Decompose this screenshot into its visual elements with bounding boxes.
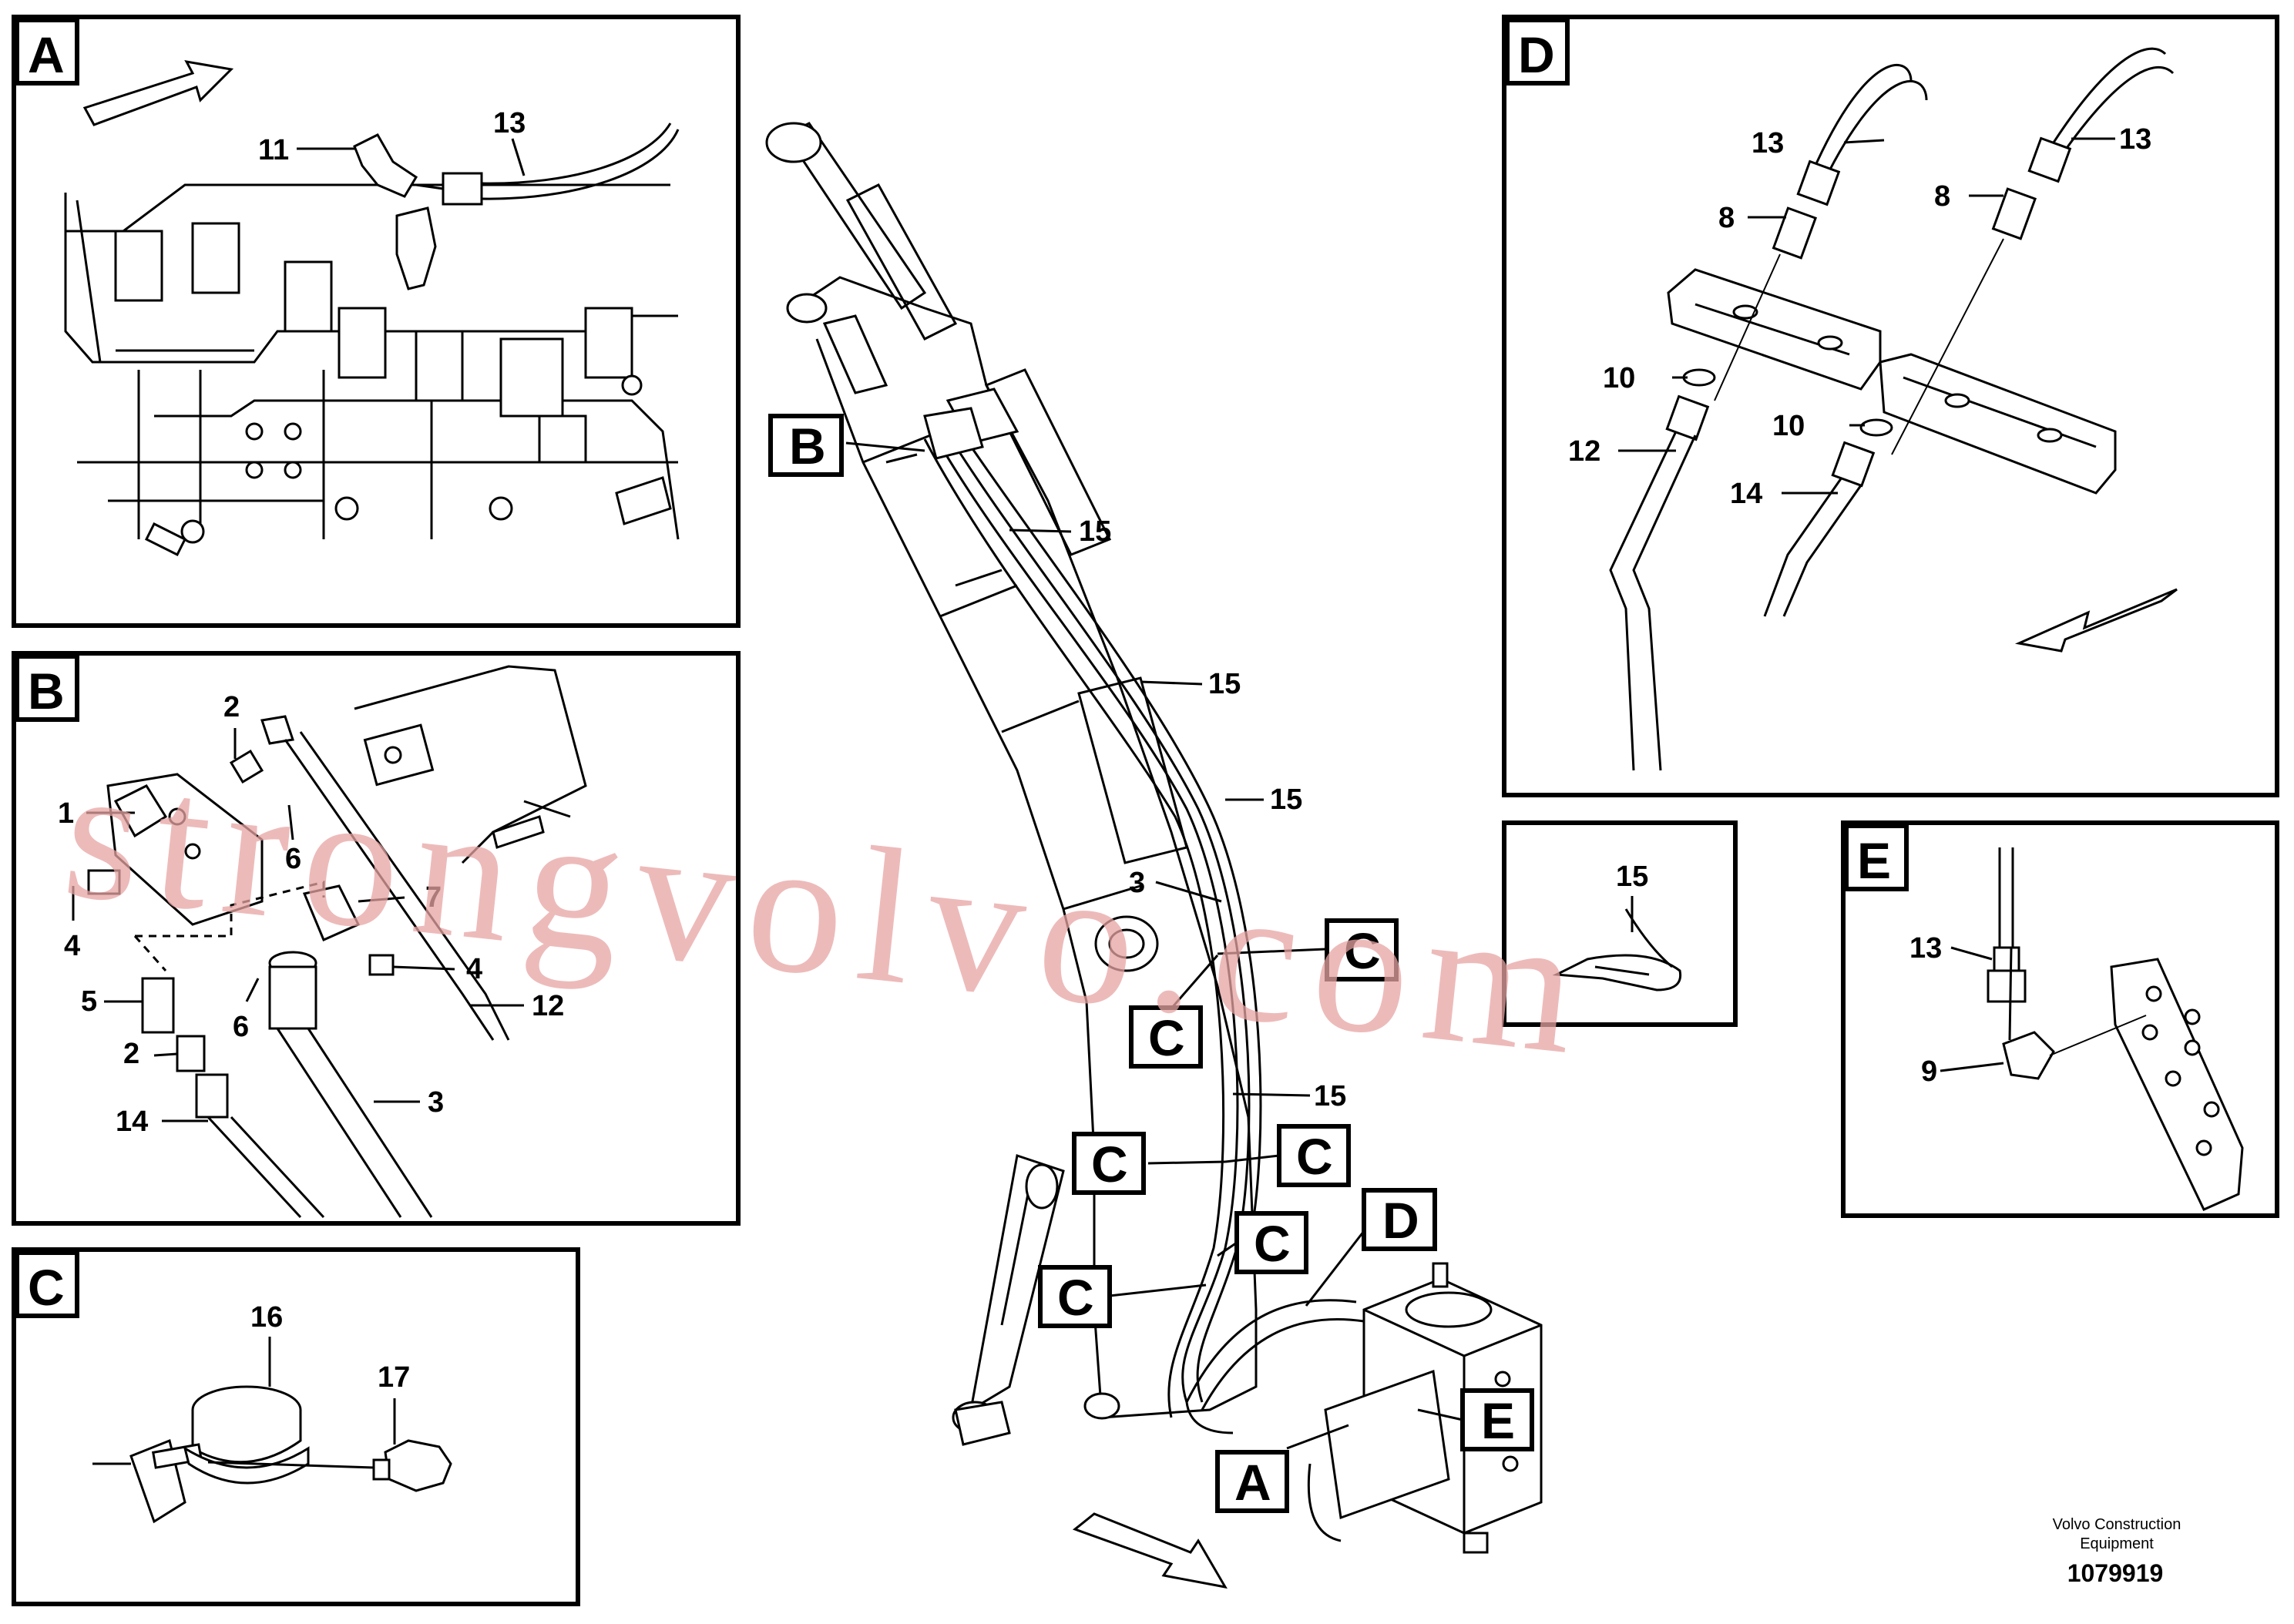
hose-13 [481, 122, 680, 200]
control-valve [1307, 1262, 1543, 1554]
label-8-right: 8 [1934, 180, 1950, 213]
direction-arrow-icon-d [2014, 588, 2178, 653]
panel-c-tag: C [28, 1259, 65, 1316]
label-6-top: 6 [285, 843, 301, 875]
svg-text:C: C [1344, 922, 1381, 979]
detail-panel-b: B [12, 651, 741, 1226]
main-boom-assembly [765, 122, 1543, 1589]
bolt-drawing [207, 1439, 452, 1492]
label-5: 5 [81, 985, 97, 1018]
label-15-c: 15 [1270, 783, 1302, 816]
direction-arrow-icon [82, 60, 234, 126]
svg-text:C: C [1148, 1009, 1185, 1066]
callout-c-6: C [1038, 1265, 1112, 1328]
elbow-fitting-e [2002, 1031, 2055, 1080]
label-4-right: 4 [466, 953, 482, 985]
label-13: 13 [493, 107, 526, 139]
label-13: 13 [1909, 932, 1942, 965]
svg-text:C: C [1057, 1269, 1094, 1326]
label-10-right: 10 [1772, 410, 1805, 442]
label-8-left: 8 [1718, 202, 1735, 234]
callout-a: A [1215, 1450, 1289, 1513]
panel-b-tag: B [28, 663, 65, 720]
control-valve-drawing [64, 183, 680, 557]
svg-text:E: E [1481, 1392, 1515, 1449]
label-15-d: 15 [1314, 1080, 1346, 1112]
pipe-clamp-drawing [92, 1385, 310, 1524]
label-3-main: 3 [1129, 867, 1145, 899]
label-2-bottom: 2 [123, 1038, 139, 1070]
detail-panel-e: E 13 9 [1841, 820, 2279, 1218]
panel-a-tag: A [28, 26, 65, 83]
label-11: 11 [258, 134, 289, 166]
elbow-fitting [353, 133, 418, 198]
panel-e-tag: E [1857, 832, 1891, 889]
direction-arrow-icon-main [1072, 1512, 1228, 1589]
label-15-a: 15 [1079, 515, 1111, 548]
mounting-plate-right [1879, 353, 2117, 495]
label-12: 12 [1568, 435, 1600, 468]
label-13-left: 13 [1752, 127, 1784, 159]
detail-panel-c: C 16 17 [12, 1247, 580, 1606]
label-9: 9 [1921, 1055, 1937, 1088]
callout-c-5: C [1234, 1211, 1308, 1274]
label-6-bottom: 6 [233, 1011, 249, 1043]
label-3: 3 [428, 1086, 444, 1119]
label-17: 17 [378, 1361, 410, 1394]
label-14: 14 [1730, 478, 1762, 510]
label-4-left: 4 [64, 930, 80, 962]
label-15: 15 [1616, 861, 1648, 893]
callout-b: B [768, 414, 844, 477]
callout-c-1: C [1325, 918, 1399, 981]
svg-text:C: C [1254, 1215, 1291, 1272]
cable-tie-drawing [1552, 908, 1682, 992]
label-13-right: 13 [2119, 123, 2151, 156]
footer-company-line2: Equipment [2080, 1535, 2154, 1552]
callout-e: E [1460, 1388, 1534, 1451]
svg-text:C: C [1296, 1128, 1333, 1185]
adapter-fitting [395, 206, 437, 290]
label-10-left: 10 [1603, 362, 1635, 394]
label-15-b: 15 [1208, 668, 1241, 700]
panel-d-tag: D [1518, 26, 1555, 83]
label-12: 12 [532, 990, 564, 1022]
watermark: strongvolvo.com [55, 724, 1600, 1096]
callout-d: D [1362, 1188, 1437, 1251]
label-14: 14 [116, 1106, 148, 1138]
label-7: 7 [425, 881, 442, 914]
label-1: 1 [58, 797, 74, 830]
label-2-top: 2 [223, 691, 240, 723]
callout-c-2: C [1129, 1005, 1203, 1069]
svg-text:C: C [1091, 1136, 1128, 1193]
detail-panel-cable-tie: 15 [1502, 820, 1738, 1027]
callout-c-3: C [1072, 1132, 1146, 1195]
svg-text:D: D [1382, 1192, 1419, 1249]
label-16: 16 [250, 1301, 283, 1334]
drawing-number: 1079919 [2067, 1559, 2164, 1587]
callout-c-4: C [1277, 1124, 1351, 1187]
footer-company-line1: Volvo Construction [2053, 1516, 2181, 1533]
detail-panel-d: D 13 13 8 8 10 [1502, 15, 2279, 797]
svg-text:A: A [1234, 1454, 1271, 1511]
detail-panel-a: A [12, 15, 741, 628]
hose-13-e [1998, 847, 2014, 948]
hose-bundle [931, 431, 1239, 1403]
svg-text:B: B [789, 418, 826, 475]
hose-nut [442, 172, 483, 206]
